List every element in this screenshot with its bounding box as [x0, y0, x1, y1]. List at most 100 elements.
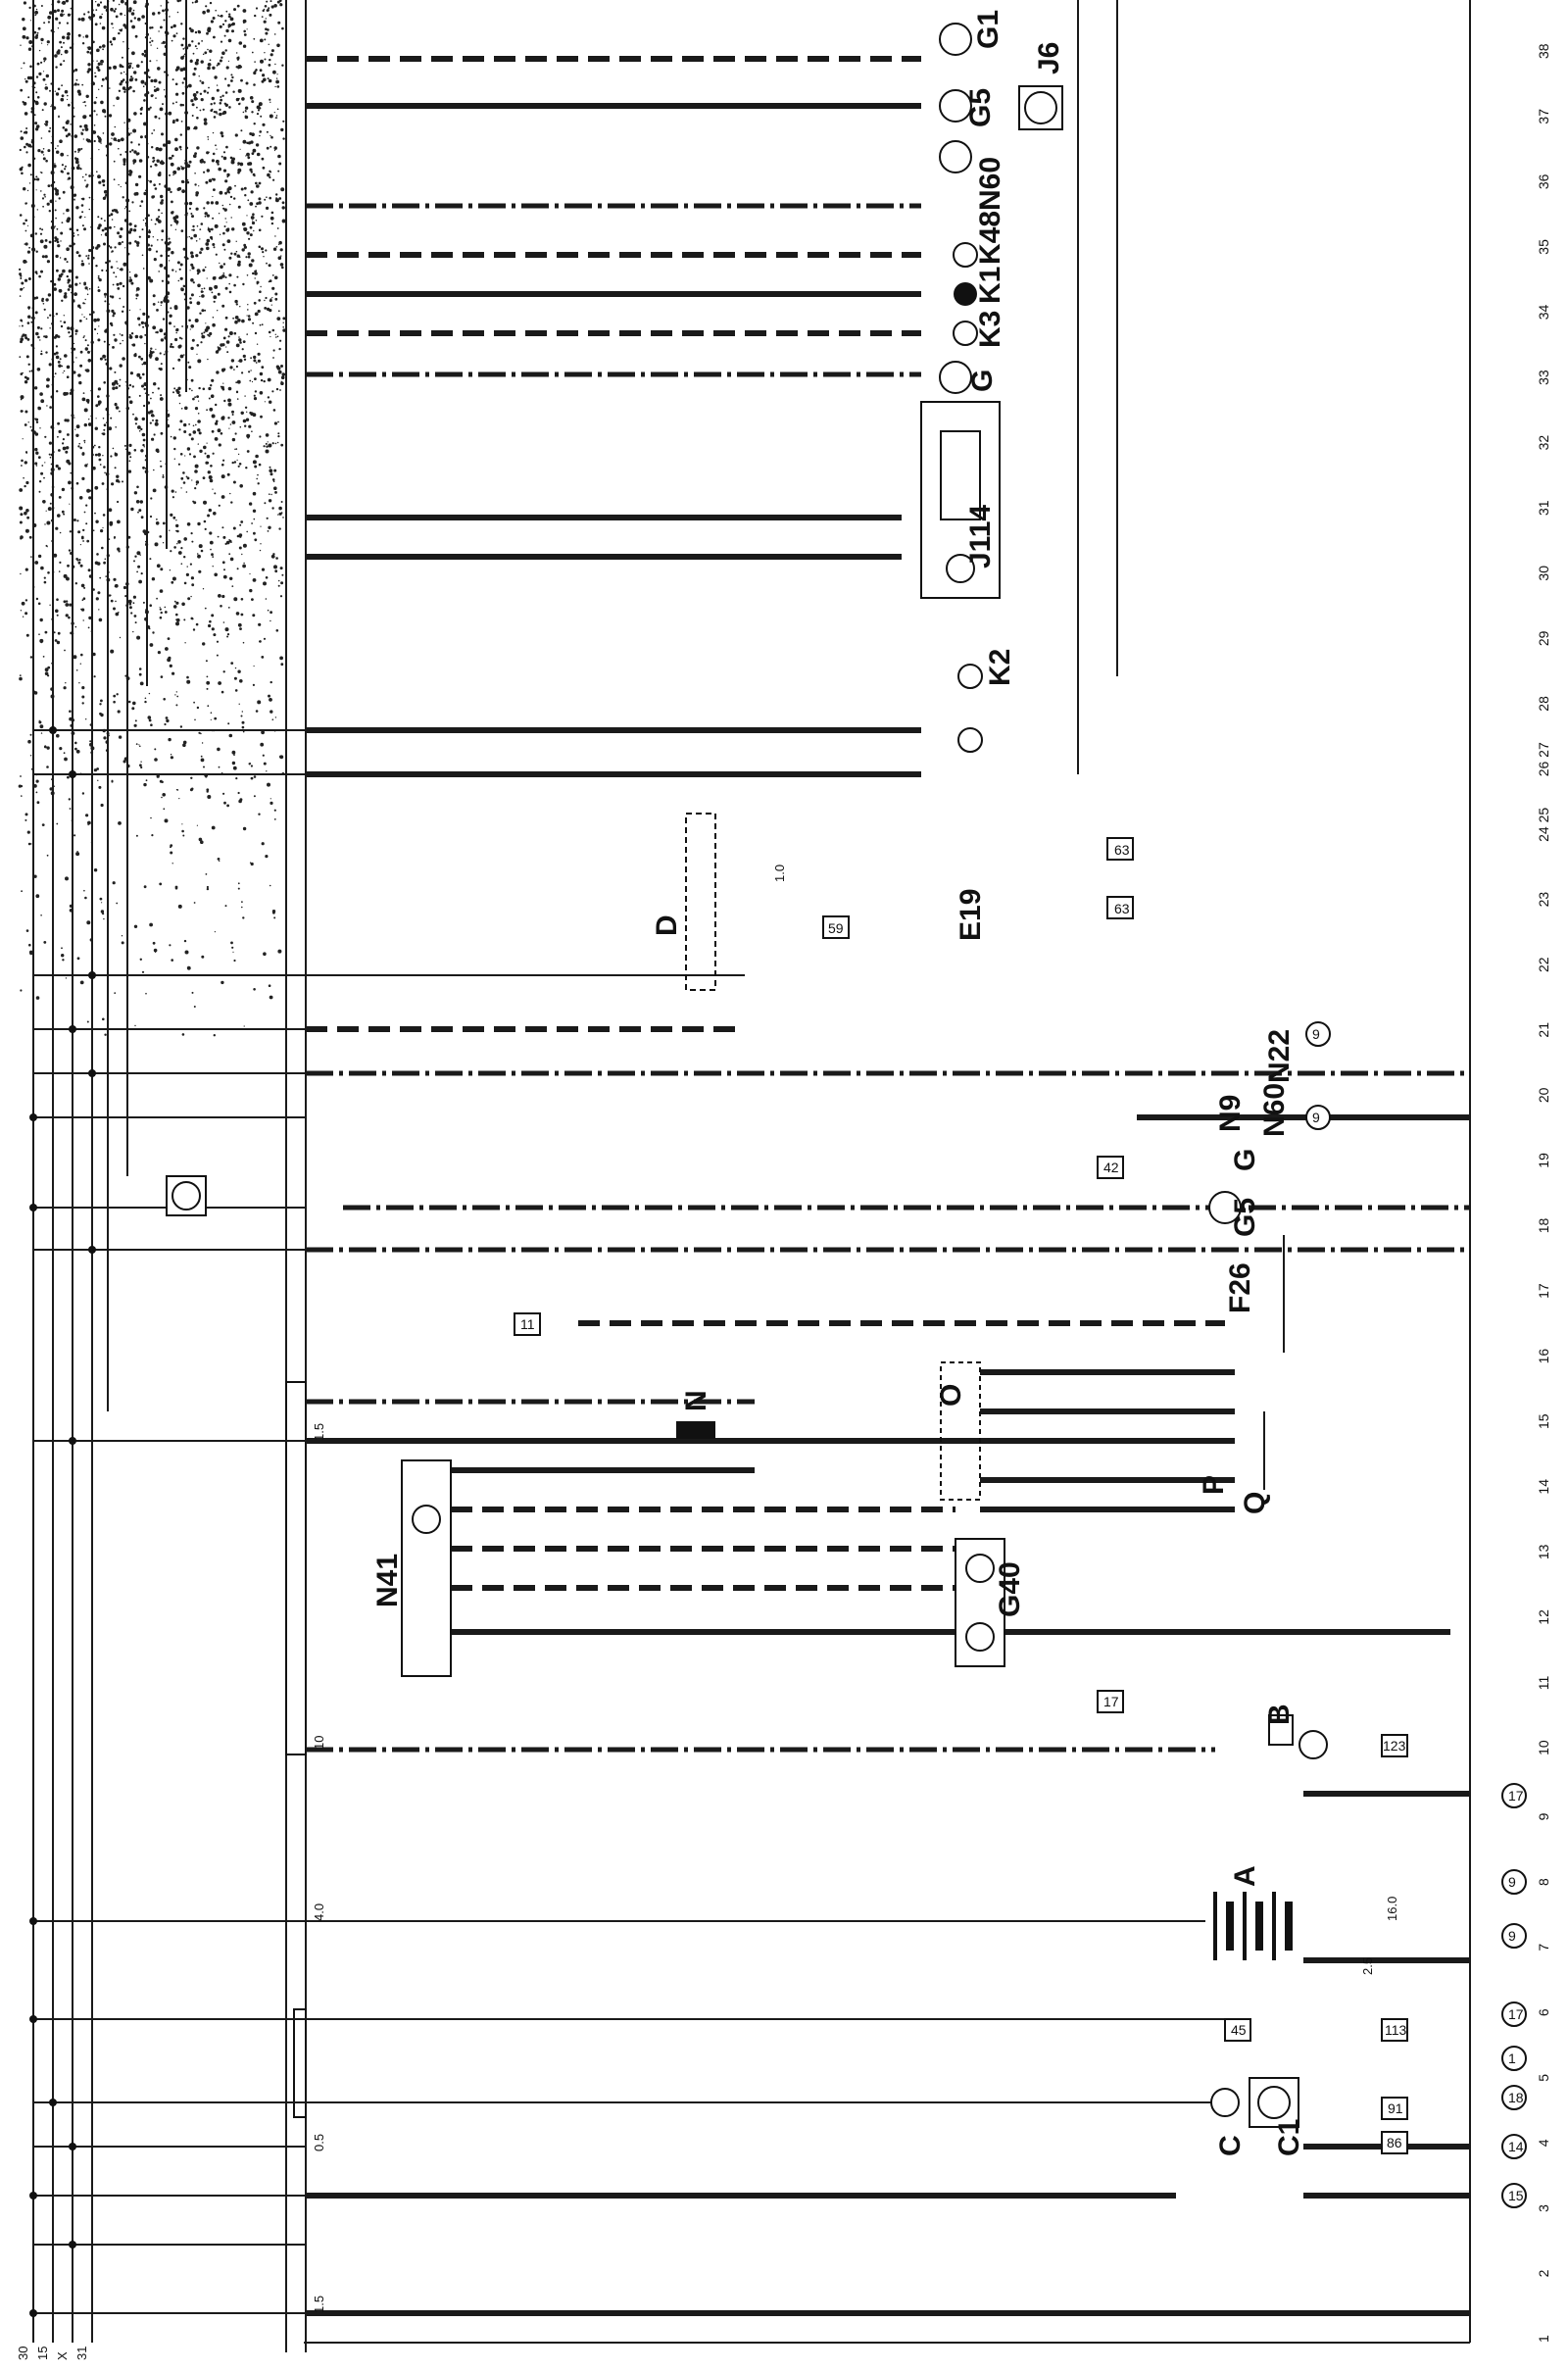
noise-dot — [218, 681, 222, 685]
noise-dot — [236, 4, 240, 8]
noise-dot — [206, 151, 210, 155]
noise-dot — [82, 18, 84, 20]
noise-dot — [270, 554, 275, 559]
noise-dot — [143, 782, 147, 787]
noise-dot — [220, 96, 222, 98]
noise-dot — [180, 487, 182, 489]
noise-dot — [201, 294, 205, 298]
noise-dot — [198, 544, 203, 549]
noise-dot — [199, 228, 202, 231]
noise-dot — [156, 309, 159, 312]
noise-dot — [24, 278, 28, 282]
noise-dot — [281, 26, 284, 30]
noise-dot — [190, 213, 193, 215]
label-k3: K3 — [974, 311, 1006, 348]
noise-dot — [248, 263, 253, 268]
noise-dot — [81, 686, 85, 690]
noise-dot — [82, 392, 85, 394]
noise-dot — [24, 375, 27, 379]
noise-dot — [103, 189, 108, 194]
noise-dot — [280, 255, 282, 257]
noise-dot — [99, 23, 102, 25]
noise-dot — [40, 172, 43, 174]
noise-dot — [26, 224, 29, 226]
noise-dot — [158, 182, 161, 185]
noise-dot — [108, 66, 112, 70]
noise-dot — [169, 569, 172, 571]
noise-dot — [158, 117, 161, 120]
noise-dot — [155, 348, 157, 350]
track-number: 2 — [1536, 2269, 1551, 2277]
noise-dot — [223, 34, 226, 37]
noise-dot — [41, 228, 44, 231]
noise-dot — [121, 941, 124, 945]
noise-dot — [253, 301, 257, 305]
noise-dot — [127, 62, 130, 65]
noise-dot — [20, 610, 23, 612]
noise-dot — [168, 413, 170, 416]
noise-dot — [94, 453, 98, 457]
noise-dot — [21, 324, 24, 327]
noise-dot — [203, 500, 207, 505]
noise-dot — [273, 565, 277, 569]
noise-dot — [180, 337, 183, 340]
noise-dot — [148, 692, 151, 695]
noise-dot — [237, 88, 242, 93]
noise-dot — [149, 604, 152, 607]
noise-dot — [175, 101, 178, 104]
noise-dot — [84, 339, 87, 342]
noise-dot — [162, 318, 166, 321]
noise-dot — [94, 327, 97, 331]
noise-dot — [88, 616, 92, 620]
label-b: B — [1263, 1704, 1296, 1725]
noise-dot — [19, 674, 22, 676]
noise-dot — [227, 398, 231, 403]
noise-dot — [117, 500, 120, 504]
noise-dot — [33, 386, 38, 390]
noise-dot — [270, 5, 274, 9]
noise-dot — [113, 607, 116, 611]
noise-dot — [64, 292, 68, 296]
noise-dot — [39, 239, 44, 244]
noise-dot — [251, 522, 253, 524]
noise-dot — [93, 675, 96, 678]
noise-dot — [269, 698, 272, 702]
noise-dot — [58, 570, 61, 572]
noise-dot — [271, 910, 276, 914]
noise-dot — [55, 191, 60, 196]
noise-dot — [101, 84, 103, 87]
noise-dot — [238, 463, 242, 466]
noise-dot — [36, 96, 40, 99]
noise-dot — [266, 9, 269, 12]
noise-dot — [180, 121, 183, 123]
noise-dot — [133, 273, 138, 278]
ref-circle-label: 14 — [1508, 2139, 1524, 2154]
noise-dot — [237, 791, 240, 795]
noise-dot — [47, 507, 52, 512]
noise-dot — [251, 100, 255, 104]
noise-dot — [66, 247, 70, 251]
noise-dot — [259, 640, 262, 643]
noise-dot — [138, 667, 142, 670]
noise-dot — [222, 169, 227, 173]
noise-dot — [69, 808, 72, 810]
noise-dot — [100, 910, 105, 914]
noise-dot — [277, 435, 280, 438]
noise-dot — [239, 341, 242, 344]
noise-dot — [200, 290, 204, 293]
noise-dot — [147, 716, 152, 719]
noise-dot — [129, 170, 133, 174]
noise-dot — [20, 572, 22, 575]
noise-dot — [219, 25, 222, 28]
noise-dot — [60, 53, 63, 56]
noise-dot — [57, 631, 61, 635]
noise-dot — [83, 586, 86, 589]
noise-dot — [207, 66, 211, 71]
noise-dot — [222, 574, 227, 579]
noise-dot — [163, 89, 166, 91]
noise-dot — [220, 343, 223, 347]
noise-dot — [102, 132, 105, 134]
noise-dot — [175, 618, 178, 621]
noise-dot — [18, 784, 22, 788]
noise-dot — [99, 703, 102, 706]
